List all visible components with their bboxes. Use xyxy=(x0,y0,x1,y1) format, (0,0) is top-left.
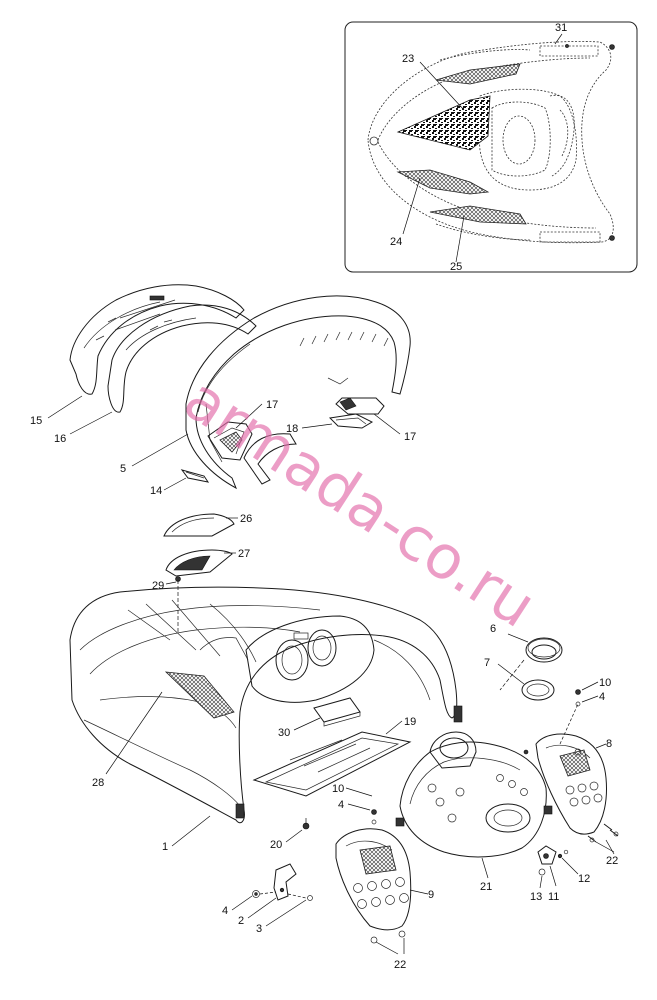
callout-4-left: 4 xyxy=(222,905,228,917)
callout-16: 16 xyxy=(54,433,66,445)
callout-13: 13 xyxy=(530,891,542,903)
callout-8: 8 xyxy=(606,738,612,750)
callout-21: 21 xyxy=(480,881,492,893)
callout-12: 12 xyxy=(578,873,590,885)
rings xyxy=(499,637,563,701)
callout-24: 24 xyxy=(390,236,402,248)
inset-view xyxy=(344,21,638,273)
callout-29: 29 xyxy=(152,580,164,592)
callout-28: 28 xyxy=(92,777,104,789)
callout-9: 9 xyxy=(428,889,434,901)
callout-14: 14 xyxy=(150,485,162,497)
callout-20: 20 xyxy=(270,839,282,851)
callout-17-upper: 17 xyxy=(266,399,278,411)
callout-27: 27 xyxy=(238,548,250,560)
callout-25: 25 xyxy=(450,261,462,273)
callout-2: 2 xyxy=(238,915,244,927)
callout-22-right: 22 xyxy=(606,855,618,867)
callout-22-left: 22 xyxy=(394,959,406,971)
hardware xyxy=(252,749,569,901)
callout-10-right: 10 xyxy=(599,677,611,689)
center-console xyxy=(395,731,553,858)
callout-7: 7 xyxy=(484,657,490,669)
left-side-panel xyxy=(335,809,412,944)
callout-10-center: 10 xyxy=(332,783,344,795)
callout-30: 30 xyxy=(278,727,290,739)
callout-19: 19 xyxy=(404,716,416,728)
callout-labels: 31 23 24 25 15 16 17 18 17 5 14 26 27 29… xyxy=(30,22,618,971)
callout-15: 15 xyxy=(30,415,42,427)
callout-1: 1 xyxy=(162,841,168,853)
callout-17-lower: 17 xyxy=(404,431,416,443)
callout-6: 6 xyxy=(490,623,496,635)
callout-4-center: 4 xyxy=(338,799,344,811)
callout-5: 5 xyxy=(120,463,126,475)
leader-lines xyxy=(47,33,615,955)
callout-23: 23 xyxy=(402,53,414,65)
front-panels xyxy=(69,284,411,490)
main-body xyxy=(69,586,463,830)
callout-31: 31 xyxy=(555,22,567,34)
callout-26: 26 xyxy=(240,513,252,525)
callout-11: 11 xyxy=(548,891,559,903)
callout-3: 3 xyxy=(256,923,262,935)
vent-pieces xyxy=(163,513,235,632)
callout-18: 18 xyxy=(286,423,298,435)
right-side-panel xyxy=(535,689,619,843)
callout-4-right: 4 xyxy=(599,691,605,703)
